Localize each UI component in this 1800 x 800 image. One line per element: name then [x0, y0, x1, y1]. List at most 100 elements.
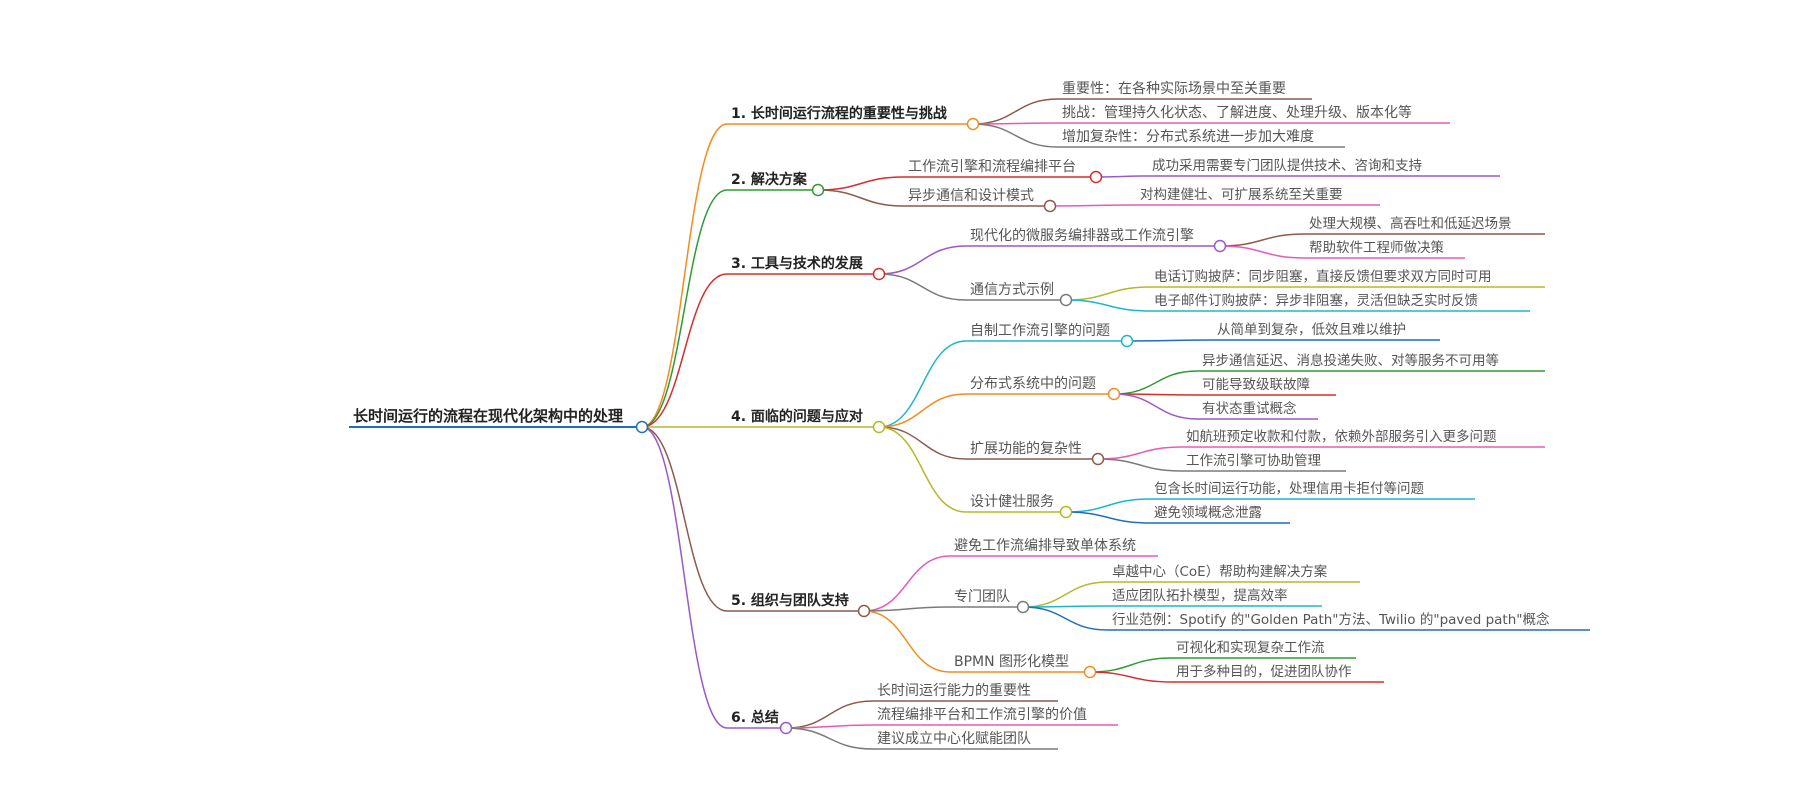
edge-section-4-child-3 — [878, 426, 967, 460]
section-6-label: 6. 总结 — [731, 709, 779, 726]
section-2-child-1-leaf-1-label: 成功采用需要专门团队提供技术、咨询和支持 — [1152, 158, 1422, 174]
mindmap-edges — [349, 98, 1590, 750]
section-5-child-2-leaf-1-label: 卓越中心（CoE）帮助构建解决方案 — [1112, 563, 1328, 580]
section-2-child-2-label: 异步通信和设计模式 — [908, 188, 1034, 204]
section-3-child-1-label: 现代化的微服务编排器或工作流引擎 — [970, 228, 1194, 244]
edge-root-to-section-5 — [641, 426, 728, 612]
edge-section-4-child-2-leaf-3 — [1113, 393, 1199, 420]
section-4-child-3-label: 扩展功能的复杂性 — [970, 440, 1082, 457]
edge-section-4-child-4-leaf-1 — [1065, 498, 1151, 513]
edge-section-2-child-1-leaf-1 — [1095, 175, 1149, 178]
edge-section-4-child-4-leaf-2 — [1065, 511, 1151, 524]
edge-section-4-child-1-leaf-1 — [1126, 339, 1214, 342]
edge-section-3-child-1-leaf-2 — [1219, 245, 1306, 259]
edge-root-to-section-1 — [641, 123, 728, 428]
section-6-child-1-label: 长时间运行能力的重要性 — [877, 683, 1031, 699]
edge-section-4-child-3-leaf-1 — [1097, 446, 1183, 460]
section-2-child-2-leaf-1-label: 对构建健壮、可扩展系统至关重要 — [1140, 187, 1343, 203]
section-6-child-2-label: 流程编排平台和工作流引擎的价值 — [877, 707, 1087, 723]
collapse-toggle-icon[interactable] — [1107, 387, 1121, 401]
edge-section-4-child-3-leaf-2 — [1097, 458, 1183, 472]
section-4-child-2-label: 分布式系统中的问题 — [970, 376, 1096, 392]
section-4-child-1-label: 自制工作流引擎的问题 — [970, 323, 1110, 339]
edge-section-5-child-2 — [863, 606, 951, 612]
collapse-toggle-icon[interactable] — [1016, 600, 1030, 614]
edge-section-1-child-1 — [972, 98, 1059, 125]
collapse-toggle-icon[interactable] — [1120, 334, 1134, 348]
edge-section-4-child-4 — [878, 426, 967, 513]
edge-section-1-child-3 — [972, 123, 1059, 148]
collapse-toggle-icon[interactable] — [635, 420, 649, 434]
mindmap-nodes: 长时间运行的流程在现代化架构中的处理 1. 长时间运行流程的重要性与挑战 重要性：在… — [353, 81, 1549, 747]
section-3-child-1-leaf-2-label: 帮助软件工程师做决策 — [1309, 239, 1444, 256]
section-4-child-2-leaf-2-label: 可能导致级联故障 — [1202, 377, 1310, 393]
collapse-toggle-icon[interactable] — [872, 420, 886, 434]
collapse-toggle-icon[interactable] — [1059, 505, 1073, 519]
edge-section-4-child-2-leaf-1 — [1113, 370, 1199, 395]
section-3-child-1-leaf-1-label: 处理大规模、高吞吐和低延迟场景 — [1309, 215, 1512, 232]
root-topic-label: 长时间运行的流程在现代化架构中的处理 — [353, 407, 623, 425]
edge-section-2-child-1 — [817, 176, 905, 191]
section-1-child-3-label: 增加复杂性：分布式系统进一步加大难度 — [1062, 128, 1314, 145]
edge-section-3-child-1-leaf-1 — [1219, 233, 1306, 247]
section-1-child-1-label: 重要性：在各种实际场景中至关重要 — [1062, 81, 1286, 97]
section-4-child-4-leaf-1-label: 包含长时间运行功能，处理信用卡拒付等问题 — [1154, 480, 1424, 497]
collapse-toggle-icon[interactable] — [1089, 170, 1103, 184]
edge-section-6-child-1 — [785, 700, 874, 729]
collapse-toggle-icon[interactable] — [1059, 293, 1073, 307]
collapse-toggle-icon[interactable] — [966, 117, 980, 131]
section-4-child-2-leaf-1-label: 异步通信延迟、消息投递失败、对等服务不可用等 — [1202, 352, 1499, 369]
section-5-child-2-label: 专门团队 — [954, 589, 1010, 605]
edge-section-2-child-2 — [817, 189, 905, 207]
section-5-child-3-leaf-2-label: 用于多种目的，促进团队协作 — [1176, 663, 1352, 680]
edge-section-5-child-2-leaf-1 — [1022, 581, 1109, 608]
section-4-child-1-leaf-1-label: 从简单到复杂，低效且难以维护 — [1217, 321, 1406, 338]
edge-section-5-child-3-leaf-2 — [1089, 671, 1173, 683]
section-4-child-4-leaf-2-label: 避免领域概念泄露 — [1154, 504, 1262, 521]
edge-root-to-section-2 — [641, 189, 728, 428]
collapse-toggle-icon[interactable] — [779, 721, 793, 735]
section-3-child-2-leaf-1-label: 电话订购披萨：同步阻塞，直接反馈但要求双方同时可用 — [1154, 268, 1492, 285]
collapse-toggle-icon[interactable] — [872, 267, 886, 281]
collapse-toggle-icon[interactable] — [1043, 199, 1057, 213]
section-4-child-3-leaf-1-label: 如航班预定收款和付款，依赖外部服务引入更多问题 — [1186, 428, 1497, 445]
edge-section-4-child-2 — [878, 393, 967, 428]
section-4-child-2-leaf-3-label: 有状态重试概念 — [1202, 400, 1297, 417]
edge-section-3-child-1 — [878, 245, 967, 275]
section-1-label: 1. 长时间运行流程的重要性与挑战 — [731, 105, 947, 122]
edge-section-5-child-3 — [863, 610, 951, 673]
section-5-child-2-leaf-3-label: 行业范例：Spotify 的"Golden Path"方法、Twilio 的"p… — [1112, 611, 1549, 628]
collapse-toggle-icon[interactable] — [1213, 239, 1227, 253]
section-5-child-3-label: BPMN 图形化模型 — [954, 654, 1069, 670]
collapse-toggle-icon[interactable] — [1091, 452, 1105, 466]
collapse-toggle-icon[interactable] — [857, 604, 871, 618]
edge-section-2-child-2-leaf-1 — [1049, 204, 1137, 207]
section-5-child-3-leaf-1-label: 可视化和实现复杂工作流 — [1176, 639, 1325, 656]
section-3-child-2-leaf-2-label: 电子邮件订购披萨：异步非阻塞，灵活但缺乏实时反馈 — [1154, 292, 1478, 309]
section-4-child-3-leaf-2-label: 工作流引擎可协助管理 — [1186, 453, 1321, 469]
section-4-label: 4. 面临的问题与应对 — [731, 408, 863, 425]
section-5-child-1-label: 避免工作流编排导致单体系统 — [954, 538, 1136, 554]
collapse-toggle-icon[interactable] — [811, 183, 825, 197]
edge-section-3-child-2-leaf-2 — [1065, 299, 1151, 312]
edge-section-5-child-2-leaf-3 — [1022, 606, 1109, 631]
edge-section-6-child-3 — [785, 727, 874, 750]
edge-section-3-child-2 — [878, 273, 967, 301]
edge-root-to-section-6 — [641, 426, 728, 729]
section-2-label: 2. 解决方案 — [731, 171, 808, 188]
edge-section-5-child-1 — [863, 555, 951, 612]
edge-section-3-child-2-leaf-1 — [1065, 286, 1151, 301]
section-5-child-2-leaf-2-label: 适应团队拓扑模型，提高效率 — [1112, 587, 1288, 604]
collapse-toggle-icon[interactable] — [1083, 665, 1097, 679]
section-4-child-4-label: 设计健壮服务 — [970, 494, 1054, 510]
section-1-child-2-label: 挑战：管理持久化状态、了解进度、处理升级、版本化等 — [1062, 104, 1412, 121]
section-2-child-1-label: 工作流引擎和流程编排平台 — [908, 159, 1076, 175]
section-6-child-3-label: 建议成立中心化赋能团队 — [877, 731, 1031, 747]
section-5-label: 5. 组织与团队支持 — [731, 592, 849, 609]
edge-section-5-child-3-leaf-1 — [1089, 657, 1173, 673]
section-3-label: 3. 工具与技术的发展 — [731, 255, 863, 272]
section-3-child-2-label: 通信方式示例 — [970, 282, 1054, 298]
edge-section-4-child-1 — [878, 340, 967, 428]
edge-root-to-section-3 — [641, 273, 728, 428]
